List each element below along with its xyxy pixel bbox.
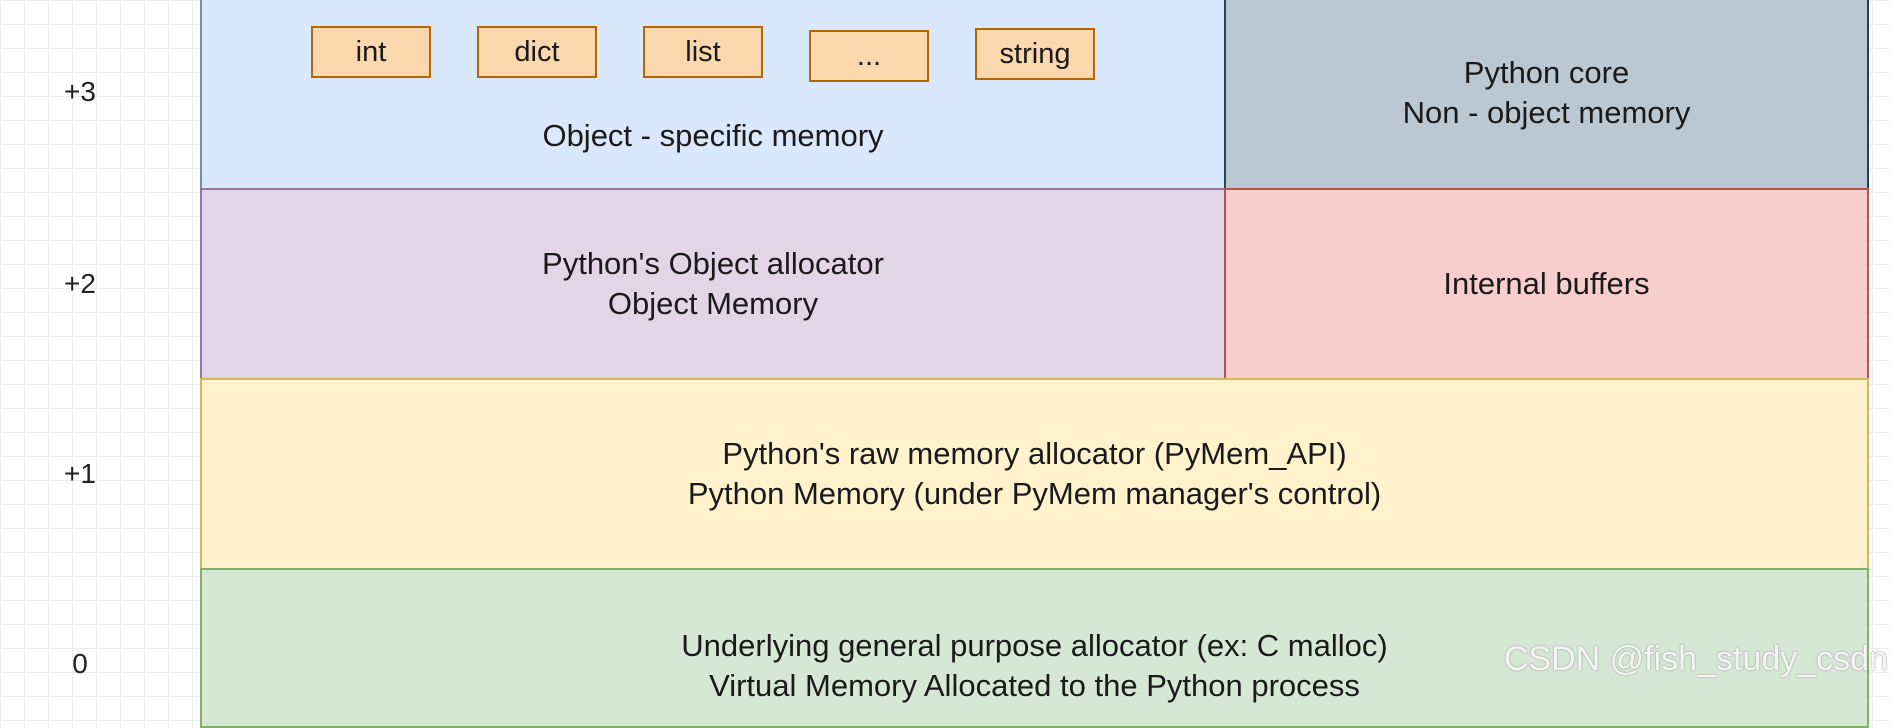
python-core-label: Python core <box>1463 55 1630 90</box>
object-memory-label: Object Memory <box>607 286 819 321</box>
type-box-list: list <box>643 26 763 78</box>
level-label-0: 0 <box>72 648 88 679</box>
type-box-string: string <box>975 28 1095 80</box>
raw-allocator-label: Python's raw memory allocator (PyMem_API… <box>722 436 1347 471</box>
type-box-ellipsis: ... <box>809 30 929 82</box>
csdn-watermark: CSDN @fish_study_csdn <box>1503 640 1888 678</box>
level-label-plus1: +1 <box>64 458 96 489</box>
level-label-plus2: +2 <box>64 268 96 299</box>
internal-buffers-label: Internal buffers <box>1443 266 1650 301</box>
type-box-dict: dict <box>477 26 597 78</box>
general-allocator-label: Underlying general purpose allocator (ex… <box>681 628 1388 663</box>
virtual-memory-label: Virtual Memory Allocated to the Python p… <box>709 668 1360 703</box>
object-type-row: int dict list ... string <box>288 26 1118 82</box>
internal-buffers-block: Internal buffers <box>1224 188 1869 380</box>
object-allocator-block: Python's Object allocator Object Memory <box>200 188 1226 380</box>
type-box-int: int <box>311 26 431 78</box>
level-label-plus3: +3 <box>64 76 96 107</box>
object-specific-memory-block: int dict list ... string Object - specif… <box>200 0 1226 190</box>
python-core-block: Python core Non - object memory <box>1224 0 1869 190</box>
python-memory-label: Python Memory (under PyMem manager's con… <box>687 476 1382 511</box>
non-object-memory-label: Non - object memory <box>1402 95 1691 130</box>
object-allocator-label: Python's Object allocator <box>542 246 884 281</box>
object-specific-memory-label: Object - specific memory <box>542 118 884 153</box>
raw-memory-allocator-block: Python's raw memory allocator (PyMem_API… <box>200 378 1869 570</box>
